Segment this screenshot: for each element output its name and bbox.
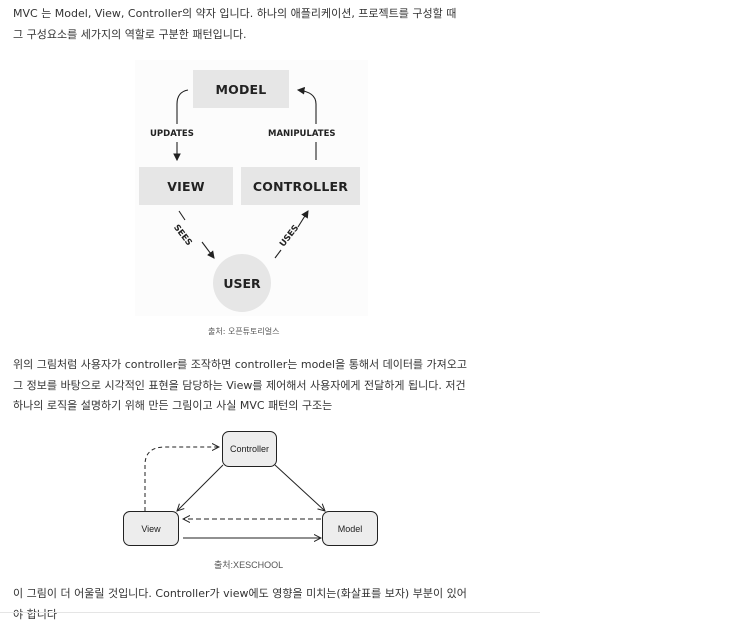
controller-box: CONTROLLER [241, 167, 360, 205]
updates-arrow [176, 89, 189, 124]
intro-paragraph: MVC 는 Model, View, Controller의 약자 입니다. 하… [13, 4, 456, 45]
figure1-caption: 출처: 오픈튜토리얼스 [208, 327, 280, 336]
mvc-diagram-figure: MODEL VIEW CONTROLLER USER UPDATES MANIP… [135, 60, 368, 316]
mvc-structure-arrows [144, 425, 385, 555]
mvc-diagram-arrows [173, 86, 317, 259]
sees-arrow-tail [178, 210, 186, 221]
view-node-label: View [141, 523, 161, 534]
user-label: USER [223, 275, 261, 291]
body-line-2: 그 정보를 바탕으로 시각적인 표현을 담당하는 View를 제어해서 사용자에… [13, 378, 466, 392]
controller-label: CONTROLLER [252, 178, 349, 194]
view-label: VIEW [167, 178, 205, 194]
body-paragraph: 위의 그림처럼 사용자가 controller를 조작하면 controller… [13, 355, 467, 417]
controller-to-model-arrow [274, 464, 325, 511]
sees-arrow [201, 241, 215, 259]
model-box: MODEL [193, 70, 289, 108]
controller-node: Controller [222, 431, 277, 467]
uses-arrow [297, 210, 309, 228]
mvc-structure-figure: Controller View Model [115, 425, 385, 555]
controller-node-label: Controller [229, 444, 269, 454]
updates-label: UPDATES [150, 129, 194, 139]
page-divider [0, 612, 540, 613]
intro-line-1: MVC 는 Model, View, Controller의 약자 입니다. 하… [13, 7, 457, 20]
outro-line-2: 야 합니다 [13, 607, 57, 621]
view-to-controller-dashed [144, 447, 219, 511]
model-label: MODEL [215, 81, 267, 97]
figure2-caption: 출처:XESCHOOL [214, 560, 284, 570]
body-line-1: 위의 그림처럼 사용자가 controller를 조작하면 controller… [13, 358, 468, 371]
outro-paragraph: 이 그림이 더 어울릴 것입니다. Controller가 view에도 영향을… [13, 584, 467, 625]
view-box: VIEW [139, 167, 233, 205]
model-node: Model [322, 511, 378, 546]
body-line-3: 하나의 로직을 설명하기 위해 만든 그림이고 사실 MVC 패턴의 구조는 [13, 399, 333, 412]
manipulates-label: MANIPULATES [268, 129, 336, 139]
model-node-label: Model [337, 523, 363, 534]
user-circle: USER [213, 254, 271, 312]
manipulates-arrow [296, 86, 317, 124]
outro-line-1: 이 그림이 더 어울릴 것입니다. Controller가 view에도 영향을… [13, 587, 467, 600]
controller-to-view-arrow [177, 464, 224, 511]
view-node: View [123, 511, 179, 546]
intro-line-2: 그 구성요소를 세가지의 역할로 구분한 패턴입니다. [13, 27, 247, 41]
uses-arrow-tail [274, 249, 282, 259]
